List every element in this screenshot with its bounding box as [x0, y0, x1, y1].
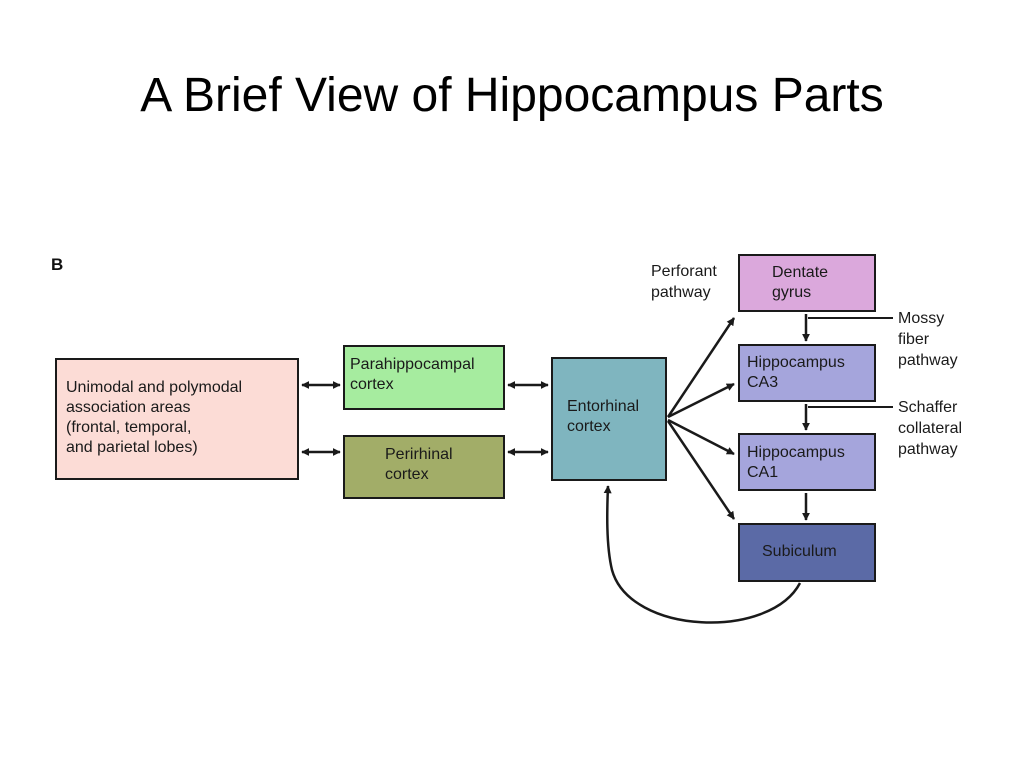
entorhinal-ca3-arrow — [667, 382, 735, 419]
subiculum-label: Subiculum — [762, 543, 837, 560]
perirhinal-cortex-label: Perirhinal cortex — [385, 446, 453, 483]
parahippocampal-cortex-box: Parahippocampal cortex — [343, 345, 505, 410]
entorhinal-ca1-arrow — [667, 418, 735, 456]
association-areas-box: Unimodal and polymodal association areas… — [55, 358, 299, 480]
entorhinal-subiculum-arrow — [666, 420, 736, 520]
hippocampus-ca3-label: Hippocampus CA3 — [747, 354, 845, 391]
schaffer-collateral-pathway-label: Schaffer collateral pathway — [898, 399, 963, 458]
subiculum-entorhinal-feedback-arrow — [603, 485, 802, 624]
entorhinal-dentate-arrow — [666, 317, 736, 418]
slide-title: A Brief View of Hippocampus Parts — [140, 69, 884, 122]
parahippocampal-cortex-label: Parahippocampal cortex — [350, 356, 475, 393]
mossy-fiber-pathway-label: Mossy fiber pathway — [898, 310, 958, 369]
association-areas-label: Unimodal and polymodal association areas… — [66, 379, 243, 456]
hippocampus-ca1-box: Hippocampus CA1 — [738, 433, 876, 491]
subiculum-box: Subiculum — [738, 523, 876, 582]
entorhinal-cortex-label: Entorhinal cortex — [567, 398, 640, 435]
panel-letter: B — [51, 255, 64, 274]
perforant-pathway-label: Perforant pathway — [651, 263, 717, 301]
perirhinal-cortex-box: Perirhinal cortex — [343, 435, 505, 499]
hippocampus-ca1-label: Hippocampus CA1 — [747, 444, 845, 481]
hippocampus-ca3-box: Hippocampus CA3 — [738, 344, 876, 402]
dentate-gyrus-box: Dentate gyrus — [738, 254, 876, 312]
entorhinal-cortex-box: Entorhinal cortex — [551, 357, 667, 481]
dentate-gyrus-label: Dentate gyrus — [772, 264, 829, 301]
